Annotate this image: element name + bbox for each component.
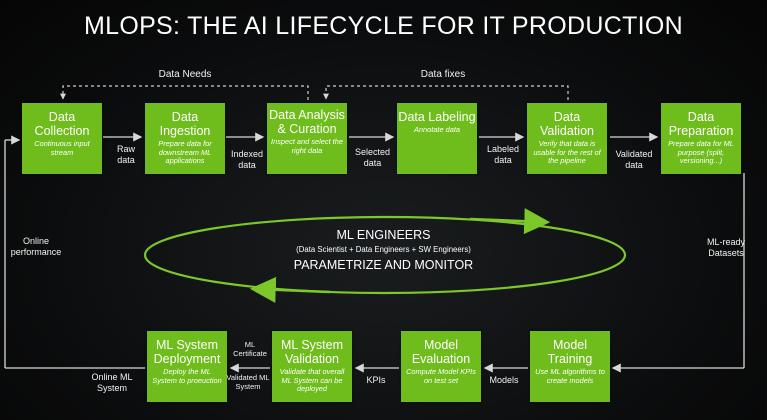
stage-title: Data Analysis & Curation	[269, 108, 345, 136]
stage-title: ML System Deployment	[153, 338, 221, 366]
data-collection-box: Data Collection Continuous input stream	[22, 103, 102, 174]
loop-arrow-top	[469, 208, 551, 235]
stage-description: Continuous input stream	[34, 139, 90, 157]
loop-arrow-bottom	[249, 276, 331, 303]
selected-data-label: Selected data	[354, 147, 391, 168]
stage-title: Model Evaluation	[411, 338, 471, 366]
ml-system-deployment-box: ML System Deployment Deploy the ML Syste…	[147, 331, 227, 402]
data-validation-box: Data Validation Verify that data is usab…	[527, 103, 607, 174]
stage-title: Data Collection	[34, 110, 90, 138]
online-performance-label: Online performance	[10, 236, 62, 257]
data-fixes-label: Data fixes	[420, 69, 466, 80]
stage-description: Validate that overall ML System can be d…	[279, 367, 345, 394]
online-ml-system-label: Online ML System	[91, 372, 133, 393]
stage-description: Prepare data for ML purpose (split, vers…	[668, 139, 734, 166]
ml-certificate-label: ML Certificate	[233, 340, 267, 358]
diagram-title: MLOPS: THE AI LIFECYCLE FOR IT PRODUCTIO…	[84, 12, 683, 40]
parametrize-and-monitor: PARAMETRIZE AND MONITOR	[293, 258, 474, 272]
stage-title: ML System Validation	[280, 338, 344, 366]
stage-title: Data Preparation	[668, 110, 734, 138]
lifecycle-loop	[143, 215, 627, 295]
data-analysis-box: Data Analysis & Curation Inspect and sel…	[267, 103, 347, 174]
stage-description: Prepare data for downstream ML applicati…	[158, 139, 212, 166]
ml-engineers-title: ML ENGINEERS	[336, 228, 431, 242]
stage-description: Inspect and select the right data	[271, 137, 343, 155]
stage-title: Data Labeling	[398, 110, 476, 124]
data-needs-feedback	[60, 85, 309, 100]
model-evaluation-box: Model Evaluation Compute Model KPIs on t…	[401, 331, 481, 402]
validated-data-label: Validated data	[615, 149, 653, 170]
data-labeling-box: Data Labeling Annotate data	[397, 103, 477, 174]
indexed-data-label: Indexed data	[230, 149, 264, 170]
data-ingestion-box: Data Ingestion Prepare data for downstre…	[145, 103, 225, 174]
stage-description: Compute Model KPIs on test set	[406, 367, 476, 385]
stage-description: Use ML algorithms to create models	[535, 367, 605, 385]
stage-description: Annotate data	[413, 125, 461, 134]
data-preparation-box: Data Preparation Prepare data for ML pur…	[661, 103, 741, 174]
raw-data-label: Raw data	[116, 144, 135, 165]
ml-ready-datasets-label: ML-ready Datasets	[706, 237, 745, 258]
data-fixes-feedback	[323, 85, 569, 100]
stage-description: Verify that data is usable for the rest …	[533, 139, 601, 166]
kpis-label: KPIs	[366, 375, 386, 385]
validated-ml-system-label: Validated ML System	[226, 373, 270, 391]
ml-system-validation-box: ML System Validation Validate that overa…	[272, 331, 352, 402]
model-training-box: Model Training Use ML algorithms to crea…	[530, 331, 610, 402]
stage-title: Data Ingestion	[159, 110, 211, 138]
stage-title: Model Training	[547, 338, 593, 366]
models-label: Models	[489, 375, 519, 385]
stage-description: Deploy the ML System to proeuction	[152, 367, 222, 385]
data-needs-label: Data Needs	[158, 69, 212, 80]
labeled-data-label: Labeled data	[486, 144, 520, 165]
stage-title: Data Validation	[540, 110, 594, 138]
ml-engineers-subtitle: (Data Scientist + Data Engineers + SW En…	[296, 245, 471, 254]
